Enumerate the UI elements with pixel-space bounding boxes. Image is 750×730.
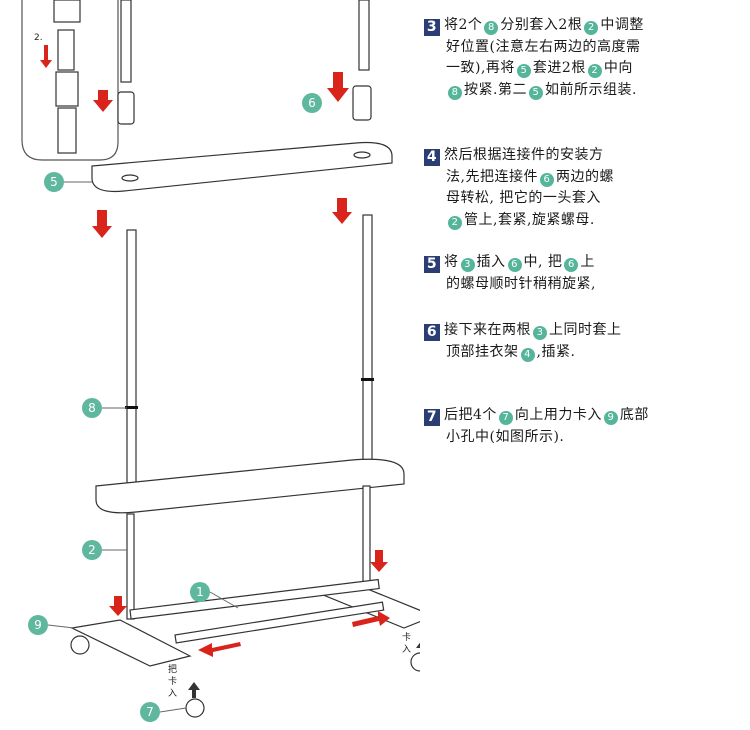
- part-ref-icon: 7: [498, 411, 513, 425]
- step-text: 插入: [476, 254, 506, 270]
- callout-9: 9: [28, 615, 48, 635]
- caption-text: 卡: [402, 631, 411, 643]
- caption-text: 入: [402, 644, 411, 655]
- part-ref-icon: 3: [460, 258, 475, 272]
- connector-part: [352, 85, 372, 121]
- step-text: 上: [580, 254, 595, 270]
- svg-text:9: 9: [34, 618, 42, 632]
- step-text: 顶部挂衣架: [446, 343, 519, 360]
- right-pole: [362, 214, 373, 466]
- part-ref-icon: 4: [520, 347, 535, 362]
- step-text: 中调整: [600, 17, 644, 33]
- step-number-badge: 4: [424, 149, 440, 166]
- assembly-diagram: 2. 6 5 8 2: [21, 0, 420, 722]
- callout-1: 1: [190, 582, 210, 602]
- callout-7: 7: [140, 702, 160, 722]
- svg-text:1: 1: [196, 585, 204, 599]
- part-ref-icon: 6: [539, 172, 554, 187]
- step-text: 将2个: [444, 17, 483, 33]
- part-ref-icon: 2: [448, 215, 462, 230]
- step-text: 法,先把连接件: [446, 168, 538, 185]
- step-text: 的螺母顺时针稍稍旋紧,: [446, 275, 596, 292]
- part-ref-icon: 5: [516, 64, 531, 78]
- arrow-right-icon: [352, 611, 390, 627]
- step-number-badge: 3: [424, 19, 440, 36]
- step-text: 套进2根: [532, 60, 586, 76]
- inset-label-a: 2.: [34, 33, 43, 43]
- step-text: 接下来在两根: [444, 322, 531, 338]
- arrow-down-icon: [92, 210, 112, 238]
- arrow-down-icon: [109, 596, 127, 616]
- callout-2: 2: [82, 540, 102, 560]
- callout-8: 8: [82, 398, 102, 418]
- lower-shelf: [95, 458, 405, 514]
- step-text: 中, 把: [523, 254, 563, 270]
- svg-text:7: 7: [146, 705, 154, 719]
- step-text: 底部: [619, 407, 649, 423]
- inset-detail: 2.: [21, 0, 135, 161]
- callout-5: 5: [44, 172, 64, 192]
- part-ref-icon: 6: [564, 258, 579, 272]
- svg-text:2: 2: [88, 543, 96, 557]
- inset-arrow-down: [40, 45, 52, 68]
- base-frame: [70, 578, 420, 718]
- part-ref-icon: 9: [603, 411, 618, 425]
- svg-text:6: 6: [308, 96, 316, 110]
- caption-text: 卡: [168, 675, 177, 687]
- part-ref-icon: 5: [528, 85, 543, 100]
- step-number-badge: 6: [424, 324, 440, 341]
- part-ref-icon: 6: [507, 258, 522, 272]
- step-text: 一致),再将: [446, 60, 515, 76]
- part-ref-icon: 3: [533, 326, 547, 340]
- step-text: 分别套入2根: [500, 17, 583, 33]
- arrow-down-icon: [370, 550, 388, 572]
- step-text: 两边的螺: [555, 168, 614, 185]
- step-text: 后把4个: [444, 407, 497, 423]
- step-text: 管上,套紧,旋紧螺母.: [464, 211, 595, 228]
- step-text: 将: [444, 254, 459, 270]
- step-text: 如前所示组装.: [544, 81, 637, 98]
- step-text: 小孔中(如图所示).: [446, 428, 565, 445]
- arrow-down-icon: [93, 90, 113, 112]
- step-text: 中向: [603, 60, 633, 76]
- part-ref-icon: 2: [587, 64, 602, 78]
- step-text: 按紧.第二: [464, 81, 527, 98]
- part-ref-icon: 2: [584, 21, 599, 35]
- step-text: 母转松, 把它的一头套入: [446, 190, 601, 206]
- callout-6: 6: [302, 93, 322, 113]
- svg-text:5: 5: [50, 175, 58, 189]
- arrow-down-icon: [332, 198, 352, 224]
- step-text: ,插紧.: [536, 343, 576, 360]
- step-text: 向上用力卡入: [514, 407, 602, 423]
- part-ref-icon: 8: [484, 21, 499, 35]
- step-text: 好位置(注意左右两边的高度需: [446, 38, 641, 55]
- part-ref-icon: 8: [448, 85, 462, 100]
- svg-text:8: 8: [88, 401, 96, 415]
- top-shelf: [91, 141, 393, 193]
- step-text: 上同时套上: [549, 322, 622, 338]
- arrow-down-icon: [327, 72, 349, 102]
- step-number-badge: 5: [424, 256, 440, 273]
- caption-text: 把: [168, 663, 177, 675]
- step-number-badge: 7: [424, 409, 440, 426]
- caption-text: 入: [168, 688, 177, 699]
- step-text: 然后根据连接件的安装方: [444, 147, 604, 163]
- arrow-left-icon: [198, 642, 241, 657]
- left-pole: [126, 229, 137, 501]
